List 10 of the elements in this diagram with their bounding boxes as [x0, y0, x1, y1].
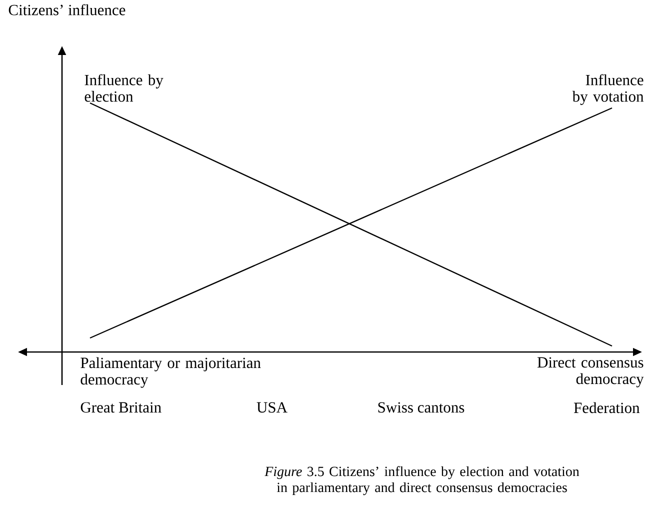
axis-label: Paliamentary or majoritarian democracy	[80, 357, 261, 388]
figure-caption: Figure 3.5 Citizens’ influence by election and votation in parliamentary and direct consensus democracies	[264, 466, 580, 496]
axis-label: USA	[256, 402, 288, 413]
axis-label: Direct consensus democracy	[538, 357, 644, 388]
axis-label: Swiss cantons	[378, 402, 464, 413]
axis-label: Great Britain	[80, 402, 162, 413]
axis-label: Influence by election	[84, 74, 164, 102]
axis-label: Federation	[574, 402, 640, 414]
axis-label: Influence by votation	[572, 74, 644, 105]
axis-label: Citizens’ influence	[8, 4, 126, 16]
